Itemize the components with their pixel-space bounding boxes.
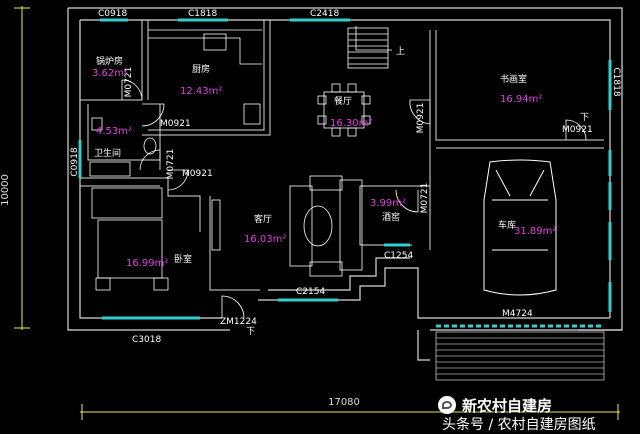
window-label-c2418-top: C2418 (310, 9, 339, 19)
watermark: 新农村自建房 头条号 / 农村自建房图纸 (438, 392, 636, 433)
steps-garage (435, 331, 605, 381)
watermark-brand: 新农村自建房 (462, 397, 553, 415)
sofa-set (289, 175, 363, 277)
room-name-bedroom: 卧室 (174, 253, 192, 265)
dimension-lines (14, 6, 620, 420)
window-label-c1818-right: C1818 (611, 67, 621, 96)
room-area-dining: 16.30m² (330, 118, 372, 129)
window-label-c1818-top: C1818 (188, 9, 217, 19)
stairs-up (347, 26, 392, 69)
door-label-m0921-dining: M0921 (416, 103, 426, 134)
stair-down-entry-label: 下 (246, 327, 255, 337)
door-label-m0921-study: M0921 (562, 125, 593, 135)
dimension-width: 17080 (328, 397, 360, 408)
room-name-study: 书画室 (500, 73, 527, 85)
stair-up-label: 上 (396, 46, 405, 57)
bed (91, 187, 221, 291)
room-area-living: 16.03m² (244, 234, 286, 245)
door-label-m0921-bedroom: M0921 (182, 169, 213, 179)
window-label-c3018: C3018 (132, 335, 161, 345)
room-name-bath: 卫生间 (94, 147, 121, 159)
watermark-line: 头条号 / 农村自建房图纸 (442, 417, 596, 433)
window-label-c1254: C1254 (384, 251, 413, 261)
window-label-c0918-left: C0918 (70, 147, 80, 176)
room-area-small: 4.53m² (96, 126, 132, 137)
car (483, 159, 557, 296)
room-name-storage: 酒窖 (382, 211, 400, 223)
kitchen-counter (148, 29, 262, 125)
exterior-walls (67, 7, 623, 361)
room-name-dining: 餐厅 (334, 95, 352, 107)
door-label-m0721-bath: M0721 (166, 149, 176, 180)
room-area-garage: 31.89m² (514, 226, 556, 237)
dimension-height: 10000 (0, 174, 11, 206)
wechat-logo-icon (438, 396, 456, 414)
room-name-boiler: 锅炉房 (96, 55, 123, 67)
window-label-c2154: C2154 (296, 287, 325, 297)
door-label-zm1224: ZM1224 (220, 317, 257, 327)
stair-down-study-label: 下 (580, 113, 589, 123)
room-area-kitchen: 12.43m² (180, 86, 222, 97)
door-label-m4724: M4724 (502, 309, 533, 319)
room-name-garage: 车库 (498, 219, 516, 231)
room-area-study: 16.94m² (500, 94, 542, 105)
room-area-storage: 3.99m² (370, 198, 406, 209)
window-label-c0918-top: C0918 (98, 9, 127, 19)
room-name-kitchen: 厨房 (192, 63, 210, 75)
room-area-bedroom: 16.99m² (126, 258, 168, 269)
door-label-m0921-kitchen: M0921 (160, 119, 191, 129)
dining-table (317, 83, 371, 137)
doors (121, 79, 587, 319)
door-label-m0721-kitchen: M0721 (124, 67, 134, 98)
door-label-m0721-storage: M0721 (420, 183, 430, 214)
room-name-living: 客厅 (254, 213, 272, 225)
bathroom-fixtures (89, 117, 157, 177)
room-area-boiler: 3.62m² (92, 68, 128, 79)
windows (78, 18, 612, 328)
